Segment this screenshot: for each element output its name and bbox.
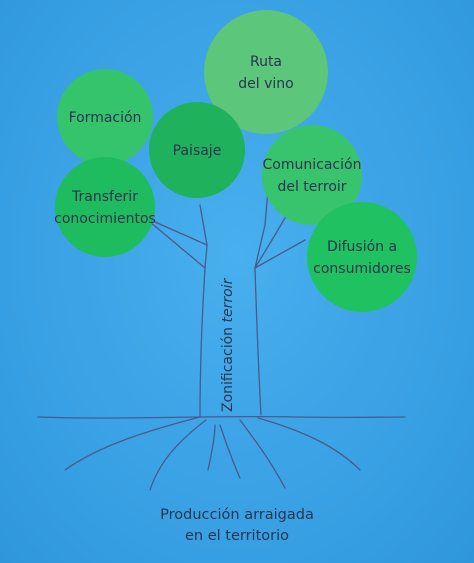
circle-formacion-label-1: Formación	[69, 110, 142, 126]
circle-difusion-label-2: consumidores	[313, 261, 411, 277]
trunk-right-edge	[254, 267, 262, 416]
tree-outline	[37, 189, 406, 491]
circle-transferir: Transferir conocimientos	[54, 157, 156, 257]
circle-difusion: Difusión a consumidores	[307, 202, 417, 312]
circle-paisaje: Paisaje	[149, 102, 245, 198]
circle-comunicacion-label-1: Comunicación	[263, 157, 362, 173]
root-center-left	[207, 424, 216, 471]
branch-left-inner	[149, 221, 206, 269]
circle-paisaje-shape	[149, 102, 245, 198]
root-far-left	[64, 416, 201, 471]
circle-difusion-label-1: Difusión a	[327, 239, 397, 255]
root-center-right	[239, 419, 286, 489]
circle-comunicacion: Comunicación del terroir	[262, 125, 362, 225]
branch-center-left	[199, 204, 208, 246]
ground-line	[37, 415, 406, 419]
branch-center-right	[254, 189, 269, 269]
circle-ruta-shape	[204, 10, 328, 134]
circle-transferir-label-1: Transferir	[71, 189, 138, 205]
root-right	[257, 417, 361, 471]
branch-left	[154, 221, 208, 246]
branch-right-lower	[254, 239, 306, 269]
trunk-label: Zonificación terroir	[220, 277, 236, 412]
circle-paisaje-label-1: Paisaje	[173, 143, 222, 159]
circle-ruta-label-2: del vino	[238, 76, 293, 92]
circle-comunicacion-label-2: del terroir	[277, 179, 346, 195]
root-label: Producción arraigada en el territorio	[77, 505, 397, 547]
root-center	[219, 424, 241, 479]
circle-transferir-shape	[55, 157, 155, 257]
branch-right-upper	[254, 217, 286, 269]
root-label-line-1: Producción arraigada	[160, 507, 314, 523]
circle-difusion-shape	[307, 202, 417, 312]
circle-comunicacion-shape	[262, 125, 362, 225]
circle-formacion-shape	[57, 69, 153, 165]
trunk-left-edge	[199, 244, 208, 418]
circle-formacion: Formación	[57, 69, 153, 165]
root-left	[149, 419, 207, 491]
circle-ruta-label-1: Ruta	[250, 54, 282, 70]
root-label-line-2: en el territorio	[185, 528, 289, 544]
circle-ruta: Ruta del vino	[204, 10, 328, 134]
circle-transferir-label-2: conocimientos	[54, 211, 156, 227]
